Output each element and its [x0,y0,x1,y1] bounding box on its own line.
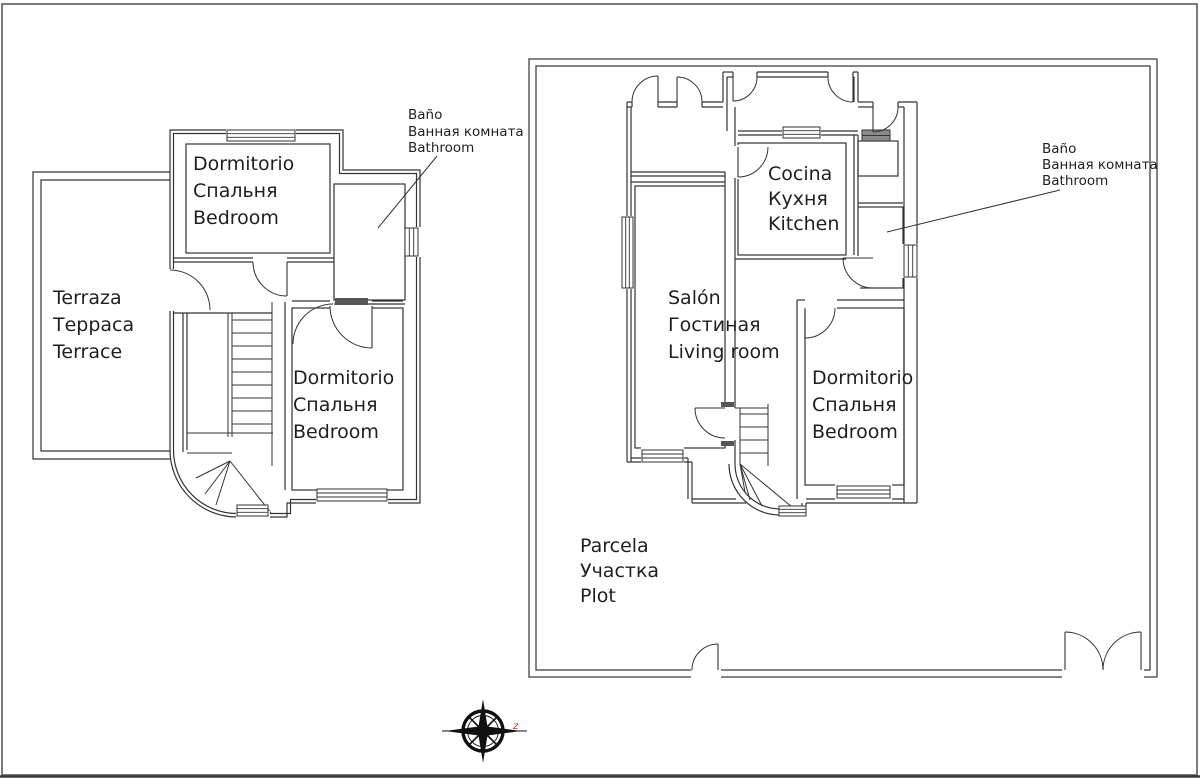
leader-bathroom-upper [377,155,438,229]
room-label-living-line1: Salón [668,287,721,309]
upper-stairs [187,302,273,514]
room-label-bedroom-top-line2: Спальня [193,180,278,202]
room-bedroom-top-outline [185,143,331,254]
room-label-living-line3: Living room [668,341,780,363]
room-label-terrace-line1: Terraza [52,287,122,309]
room-lobby-outline [857,140,899,177]
door-alcove-left [732,76,758,102]
room-label-plot-line2: Участка [580,560,659,582]
door-porch-french-right [676,76,703,103]
note-bathroom-line1: Baño [408,107,442,123]
room-label-bedroom-ground-line3: Bedroom [812,421,898,443]
upper-interior-walls [174,257,405,490]
room-label-terrace-line3: Terrace [52,341,122,363]
door-bedroom-ground [804,307,836,339]
compass-rose: z [442,699,527,763]
room-bathroom-ground-outline [857,206,904,289]
room-label-kitchen-line1: Cocina [768,163,832,185]
window-bathroom [404,227,419,257]
room-label-bedroom-top-line1: Dormitorio [193,153,294,175]
note-bathroom-line2: Ванная комната [408,124,524,140]
page-border [1,3,1198,776]
ground-floor-plan: Cocina Кухня Kitchen Salón Гостиная Livi… [528,58,1158,679]
room-label-plot-line3: Plot [580,585,616,607]
room-label-living-line2: Гостиная [668,314,761,336]
window-kitchen-top [782,126,821,139]
room-label-kitchen-line2: Кухня [768,188,828,210]
window-stair-landing [236,504,269,517]
door-hall [252,261,288,297]
door-kitchen [737,146,769,178]
upper-floor-plan: Dormitorio Спальня Bedroom Terraza Терра… [32,107,524,519]
door-entry-lobby [872,106,899,133]
gate-pedestrian [691,643,719,671]
window-ground-landing [778,505,807,517]
ground-plan-labels: Cocina Кухня Kitchen Salón Гостиная Livi… [580,141,1158,607]
door-alcove-right [827,76,854,103]
door-porch-french-left [631,75,659,103]
note-bathroom-ground-line1: Baño [1042,141,1076,157]
window-bathroom-right [903,244,918,278]
door-bedroom-bottom [329,305,373,349]
note-bathroom-ground-line3: Bathroom [1042,173,1108,189]
room-label-bedroom-top-line3: Bedroom [193,207,279,229]
ground-stairs [735,404,799,513]
note-bathroom-ground-line2: Ванная комната [1042,157,1158,173]
leader-bathroom-ground [886,189,1061,233]
plot-boundary [528,58,1158,678]
window-living-bottom [641,449,684,463]
room-kitchen-outline [737,142,847,256]
door-terrace [169,269,211,311]
room-label-bedroom-bottom-line3: Bedroom [293,421,379,443]
room-label-bedroom-ground-line1: Dormitorio [812,367,913,389]
door-bathroom-ground [842,257,874,289]
room-bathroom-outline [333,183,406,301]
gate-main-double [1064,631,1142,671]
room-label-bedroom-ground-line2: Спальня [812,394,897,416]
note-bathroom-line3: Bathroom [408,140,474,156]
terrace-walls [32,171,170,460]
upper-plan-labels: Dormitorio Спальня Bedroom Terraza Терра… [52,107,524,443]
room-label-plot-line1: Parcela [580,535,649,557]
window-bedroom-top [226,129,296,142]
room-label-bedroom-bottom-line1: Dormitorio [293,367,394,389]
window-living-left [621,216,634,289]
window-bedroom-ground [836,485,891,499]
door-bathroom [292,298,368,345]
room-label-bedroom-bottom-line2: Спальня [293,394,378,416]
window-lobby-top [861,129,891,142]
room-label-terrace-line2: Терраса [52,314,134,336]
window-bedroom-bottom [316,488,388,502]
door-living [694,402,734,446]
compass-east-marker: z [512,721,519,732]
room-label-kitchen-line3: Kitchen [768,213,839,235]
